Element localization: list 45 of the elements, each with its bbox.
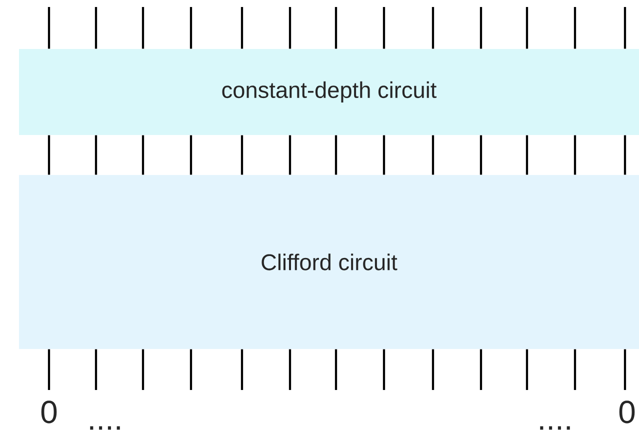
- circuit-box: constant-depth circuit: [19, 49, 639, 135]
- ellipsis: ....: [90, 426, 120, 430]
- wire: [190, 135, 192, 175]
- wire: [142, 349, 144, 390]
- wire: [190, 7, 192, 49]
- wire: [48, 349, 50, 390]
- wire: [432, 135, 434, 175]
- qubit-label: 0: [619, 400, 635, 424]
- wire: [574, 135, 576, 175]
- wire: [240, 135, 244, 175]
- wire: [334, 7, 338, 49]
- wire: [480, 7, 482, 49]
- wire: [526, 349, 528, 390]
- wire: [288, 7, 292, 49]
- wire: [382, 135, 386, 175]
- wire: [624, 349, 626, 390]
- wire: [288, 349, 292, 390]
- wire: [382, 349, 386, 390]
- wire: [382, 7, 386, 49]
- wire: [94, 349, 98, 390]
- wire: [334, 349, 338, 390]
- wire: [240, 7, 244, 49]
- wire: [142, 135, 144, 175]
- wire: [240, 349, 244, 390]
- wire: [526, 7, 528, 49]
- wire: [94, 7, 98, 49]
- wire: [624, 135, 626, 175]
- circuit-box: Clifford circuit: [19, 175, 639, 349]
- qubit-label: 0: [41, 400, 57, 424]
- wire: [48, 135, 50, 175]
- wire: [624, 7, 626, 49]
- wire: [190, 349, 192, 390]
- wire: [526, 135, 528, 175]
- wire: [574, 7, 576, 49]
- wire: [48, 7, 50, 49]
- wire: [574, 349, 576, 390]
- wire: [480, 135, 482, 175]
- wire: [288, 135, 292, 175]
- wire: [432, 7, 434, 49]
- wire: [94, 135, 98, 175]
- wire: [142, 7, 144, 49]
- wire: [432, 349, 434, 390]
- ellipsis: ....: [540, 426, 570, 430]
- wire: [334, 135, 338, 175]
- wire: [480, 349, 482, 390]
